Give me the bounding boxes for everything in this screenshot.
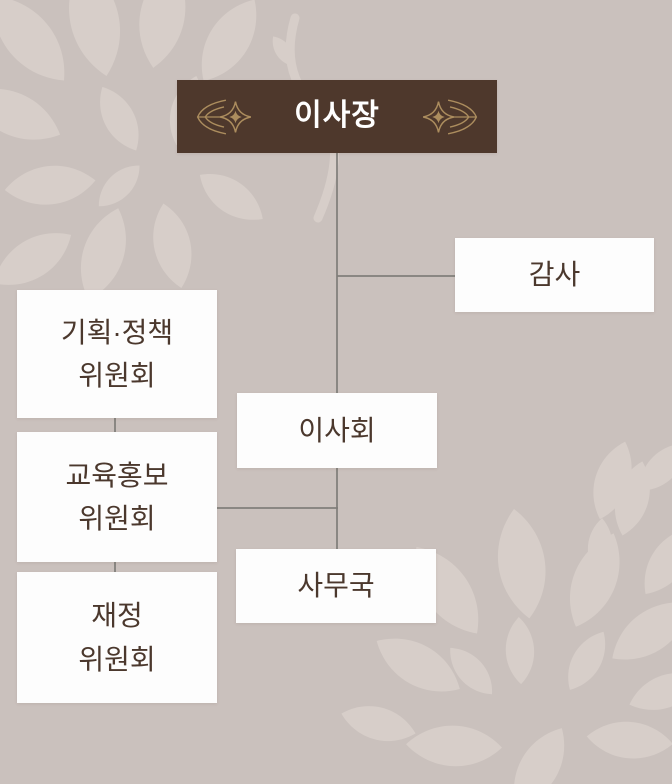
connector-board-to-office — [336, 468, 338, 550]
committee-label-line: 위원회 — [78, 643, 156, 675]
node-auditor-label: 감사 — [528, 259, 581, 291]
lotus-ornament-left-icon — [196, 99, 252, 134]
node-committee-education-pr: 교육홍보 위원회 — [17, 432, 217, 562]
node-board: 이사회 — [237, 393, 437, 468]
node-chairman-label: 이사장 — [294, 99, 380, 133]
connector-to-auditor — [337, 275, 455, 277]
committee-label-line: 위원회 — [78, 360, 156, 391]
node-chairman: 이사장 — [177, 80, 497, 153]
node-committee-finance: 재정 위원회 — [17, 572, 217, 703]
node-board-label: 이사회 — [298, 414, 376, 446]
committee-label-line: 교육홍보 — [65, 459, 169, 491]
connector-chairman-to-board — [336, 153, 338, 394]
connector-to-committees — [217, 507, 338, 509]
connector-committee-2-3 — [114, 562, 116, 572]
node-auditor: 감사 — [455, 238, 654, 312]
node-office-label: 사무국 — [297, 570, 375, 602]
connector-committee-1-2 — [114, 418, 116, 432]
committee-label-line: 기획·정책 — [60, 316, 174, 348]
lotus-ornament-right-icon — [422, 99, 478, 134]
node-office: 사무국 — [236, 549, 436, 623]
committee-label-line: 재정 — [91, 600, 143, 632]
node-committee-planning-policy: 기획·정책 위원회 — [17, 290, 217, 418]
committee-label-line: 위원회 — [78, 503, 156, 534]
